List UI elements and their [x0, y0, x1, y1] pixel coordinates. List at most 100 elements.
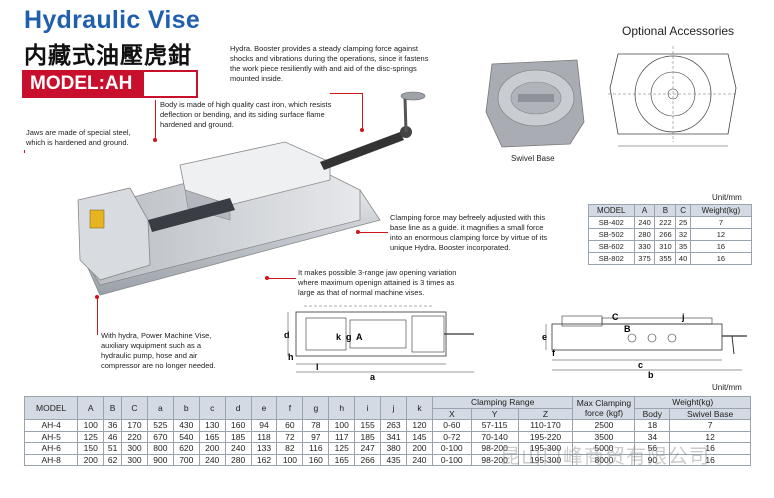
table-cell: 60 — [276, 419, 304, 432]
table-cell: 94 — [250, 419, 278, 432]
table-cell: SB-502 — [588, 228, 635, 241]
table-cell: 12 — [669, 430, 751, 443]
table-header: f — [276, 396, 304, 420]
model-banner: MODEL:AH — [22, 70, 198, 98]
table-cell: 195-300 — [517, 453, 574, 466]
specs-table: MODEL A B C a b c d e f g h i j k Clampi… — [23, 396, 751, 466]
table-cell: 165 — [198, 430, 226, 443]
vise-illustration — [77, 91, 426, 296]
table-cell: 7 — [689, 216, 753, 229]
table-header: b — [172, 396, 200, 420]
table-cell: 133 — [250, 442, 278, 455]
table-cell: 97 — [302, 430, 330, 443]
table-cell: 310 — [654, 240, 677, 253]
table-header: a — [146, 396, 174, 420]
leader-dot — [356, 230, 360, 234]
table-cell: 0-60 — [431, 419, 472, 432]
table-row: SB-602 330 310 35 16 — [588, 240, 753, 253]
table-cell: 300 — [121, 442, 148, 455]
table-header: i — [354, 396, 382, 420]
table-cell: 200 — [405, 442, 433, 455]
table-row: SB-402 240 222 25 7 — [588, 216, 753, 229]
table-cell: AH-5 — [23, 430, 79, 443]
table-header: d — [224, 396, 252, 420]
dim-label: f — [552, 348, 556, 358]
table-header: h — [328, 396, 356, 420]
table-cell: 110-170 — [517, 419, 574, 432]
table-cell: 160 — [302, 453, 330, 466]
table-cell: 375 — [633, 252, 656, 265]
leader-line — [330, 93, 363, 94]
table-cell: 51 — [103, 442, 123, 455]
model-label: MODEL:AH — [24, 72, 144, 96]
leader-dot — [360, 128, 364, 132]
table-cell: 125 — [77, 430, 105, 443]
table-cell: 125 — [328, 442, 356, 455]
watermark: 昆山口峰商贸有限公司 — [500, 444, 710, 468]
table-cell: 100 — [77, 419, 105, 432]
table-header: Weight(kg) — [689, 204, 753, 217]
table-cell: 16 — [689, 252, 753, 265]
table-cell: 0-100 — [431, 442, 472, 455]
dim-label: B — [624, 324, 631, 334]
dim-label: e — [542, 332, 547, 342]
dim-label: g — [346, 332, 352, 342]
table-cell: SB-802 — [588, 252, 635, 265]
leader-line — [97, 297, 98, 335]
table-cell: 162 — [250, 453, 278, 466]
table-subheader: Y — [470, 407, 519, 420]
crank-handle — [403, 97, 408, 133]
swivel-base-label: Swivel Base — [511, 154, 555, 163]
note-booster: Hydra. Booster provides a steady clampin… — [230, 44, 429, 83]
leader-line — [24, 150, 25, 153]
table-cell: 435 — [380, 453, 407, 466]
table-header: c — [198, 396, 226, 420]
table-cell: AH-6 — [23, 442, 79, 455]
dim-label: A — [356, 332, 363, 342]
leader-line — [362, 93, 363, 130]
swivel-base-photo — [485, 59, 585, 148]
table-cell: 240 — [198, 453, 226, 466]
table-header: A — [633, 204, 656, 217]
table-cell: 116 — [302, 442, 330, 455]
table-cell: 185 — [354, 430, 382, 443]
table-subheader: X — [431, 407, 472, 420]
table-header: j — [380, 396, 407, 420]
table-cell: 78 — [302, 419, 330, 432]
table-cell: 16 — [669, 453, 751, 466]
table-header: g — [302, 396, 330, 420]
leader-dot — [95, 295, 99, 299]
table-header: e — [250, 396, 278, 420]
title-english: Hydraulic Vise — [24, 6, 201, 34]
table-header: B — [654, 204, 677, 217]
table-cell: 40 — [675, 252, 691, 265]
table-cell: 300 — [121, 453, 148, 466]
table-header: Clamping Range — [431, 396, 574, 409]
dim-label: c — [638, 360, 643, 370]
table-cell: 266 — [354, 453, 382, 466]
dim-label: b — [648, 370, 654, 380]
table-subheader: Z — [517, 407, 574, 420]
dim-label: a — [370, 372, 376, 380]
note-jaws: Jaws are made of special steel, which is… — [26, 128, 131, 147]
table-header: B — [103, 396, 123, 420]
table-row: SB-502 280 266 32 12 — [588, 228, 753, 241]
table-cell: 100 — [328, 419, 356, 432]
table-subheader: Body — [634, 407, 671, 420]
table-cell: 16 — [689, 240, 753, 253]
table-cell: AH-8 — [23, 453, 79, 466]
leader-dot — [265, 276, 269, 280]
table-header: A — [77, 396, 105, 420]
table-cell: 8000 — [572, 453, 636, 466]
table-cell: 160 — [224, 419, 252, 432]
table-cell: 150 — [77, 442, 105, 455]
table-header: Weight(kg) — [634, 396, 751, 409]
leader-line — [268, 278, 296, 279]
table-cell: 430 — [172, 419, 200, 432]
table-cell: AH-4 — [23, 419, 79, 432]
table-header: Max Clamping force (kgf) — [572, 396, 636, 420]
table-header: k — [405, 396, 433, 420]
side-view-drawing: C j B e f c b — [542, 312, 747, 380]
